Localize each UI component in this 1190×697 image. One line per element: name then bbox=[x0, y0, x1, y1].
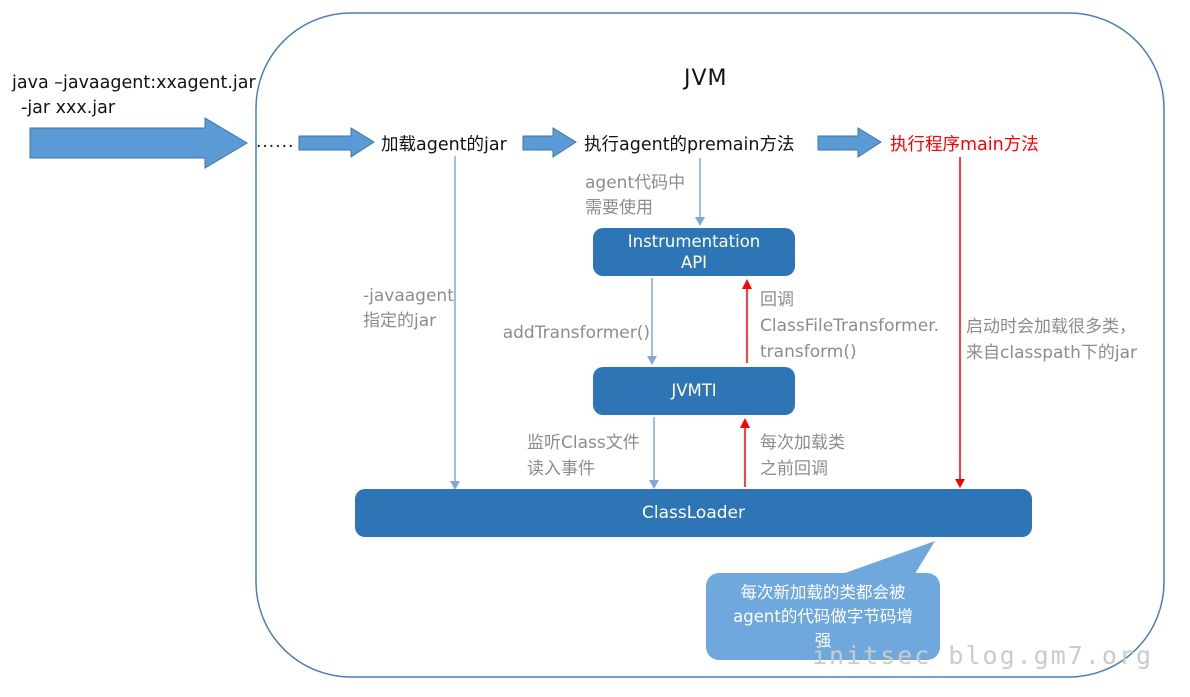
command-text: java –javaagent:xxagent.jar -jar xxx.jar bbox=[12, 71, 256, 121]
arrowhead-premain-instrapi-icon bbox=[695, 217, 705, 226]
note-agent-code: agent代码中 需要使用 bbox=[585, 171, 685, 221]
note-javaagent-jar: -javaagent 指定的jar bbox=[363, 284, 454, 334]
note-add-transformer: addTransformer() bbox=[502, 323, 650, 343]
note-callback-line-1: 回调 bbox=[760, 290, 794, 310]
jvmti-box: JVMTI bbox=[593, 367, 795, 415]
arrowhead-main-classloader-icon bbox=[955, 479, 965, 488]
arrowhead-jvmti-instrapi-icon bbox=[742, 279, 752, 289]
note-before-line-1: 每次加载类 bbox=[760, 433, 845, 453]
note-callback-line-3: transform() bbox=[760, 342, 857, 362]
step-load-agent-jar: 加载agent的jar bbox=[381, 135, 507, 155]
note-classpath-line-2: 来自classpath下的jar bbox=[966, 343, 1137, 363]
note-agent-code-line-2: 需要使用 bbox=[585, 198, 653, 218]
note-before-line-2: 之前回调 bbox=[760, 459, 828, 479]
instrumentation-api-label-line-2: API bbox=[680, 253, 708, 272]
note-agent-code-line-1: agent代码中 bbox=[585, 173, 686, 193]
classloader-label: ClassLoader bbox=[642, 502, 745, 523]
launch-arrow-icon bbox=[29, 117, 248, 169]
jvm-title: JVM bbox=[684, 66, 728, 91]
arrowhead-instrapi-jvmti-icon bbox=[647, 356, 657, 365]
note-javaagent-line-1: -javaagent bbox=[363, 286, 454, 306]
note-classpath-load: 启动时会加载很多类， 来自classpath下的jar bbox=[966, 314, 1137, 366]
command-line-2: -jar xxx.jar bbox=[21, 98, 116, 118]
step-run-main: 执行程序main方法 bbox=[890, 135, 1039, 155]
note-javaagent-line-2: 指定的jar bbox=[363, 311, 437, 331]
callout-bubble: 每次新加载的类都会被 agent的代码做字节码增 强 bbox=[706, 573, 940, 660]
watermark: initsec blog.gm7.org bbox=[812, 641, 1154, 670]
flow-arrow-2-icon bbox=[522, 127, 577, 158]
callout-line-1: 每次新加载的类都会被 bbox=[740, 582, 906, 602]
callout-line-3: 强 bbox=[814, 630, 832, 650]
callout-tail-icon bbox=[842, 541, 935, 582]
flow-arrow-3-icon bbox=[817, 127, 882, 158]
arrowhead-agentjar-classloader-icon bbox=[450, 481, 460, 490]
step-run-premain: 执行agent的premain方法 bbox=[584, 135, 795, 155]
note-callback-transform: 回调 ClassFileTransformer. transform() bbox=[760, 287, 939, 365]
note-classpath-line-1: 启动时会加载很多类， bbox=[966, 317, 1136, 337]
note-listen-line-2: 读入事件 bbox=[527, 459, 595, 479]
note-listen-line-1: 监听Class文件 bbox=[527, 433, 640, 453]
arrowhead-classloader-jvmti-icon bbox=[740, 418, 750, 428]
instrumentation-api-box: Instrumentation API bbox=[593, 228, 795, 276]
note-before-load-callback: 每次加载类 之前回调 bbox=[760, 430, 845, 482]
callout-line-2: agent的代码做字节码增 bbox=[733, 606, 913, 626]
command-line-1: java –javaagent:xxagent.jar bbox=[12, 73, 256, 93]
jvmti-label: JVMTI bbox=[671, 381, 717, 401]
flow-arrow-1-icon bbox=[298, 127, 375, 158]
jvm-boundary-outline bbox=[255, 12, 1165, 678]
note-callback-line-2: ClassFileTransformer. bbox=[760, 316, 940, 336]
note-listen-class-file: 监听Class文件 读入事件 bbox=[527, 430, 640, 482]
arrowhead-jvmti-classloader-icon bbox=[649, 480, 659, 489]
instrumentation-api-label-line-1: Instrumentation bbox=[627, 231, 761, 251]
flow-ellipsis: ...... bbox=[256, 132, 295, 152]
classloader-box: ClassLoader bbox=[355, 489, 1032, 537]
